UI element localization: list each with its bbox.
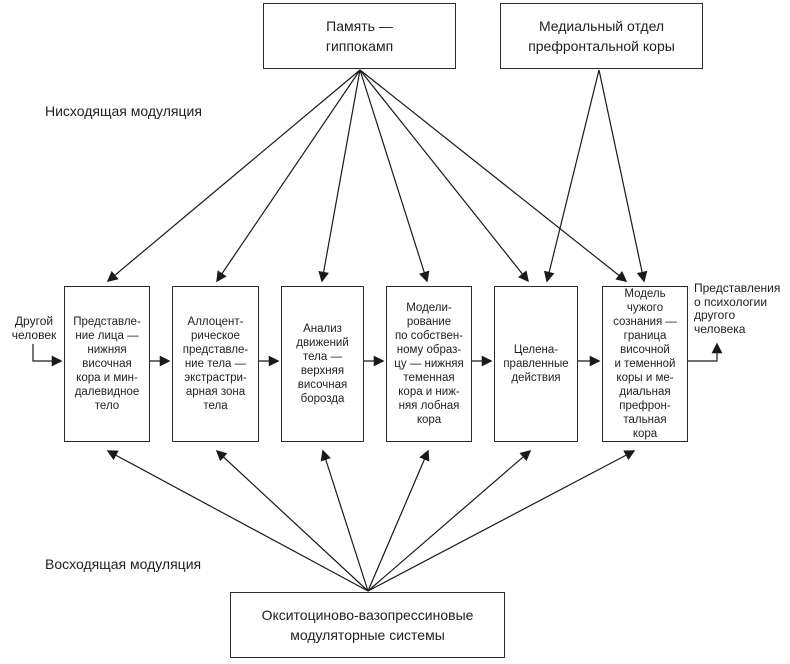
arrow-oxytocin-to-box1 <box>106 450 369 592</box>
arrow-mpfc-to-box5 <box>543 69 600 283</box>
other-person-label: Другой человек <box>11 314 57 342</box>
oxytocin-vasopressin-box: Окситоциново-вазопрессиновые модуляторны… <box>230 592 505 658</box>
arrow-box6-to-output <box>688 342 723 362</box>
ascending-modulation-label: Восходящая модуляция <box>45 556 202 572</box>
arrow-mpfc-to-box6 <box>598 69 648 283</box>
memory-hippocampus-box: Память — гиппокамп <box>263 3 456 69</box>
arrow-memory-to-box4 <box>359 69 430 283</box>
arrow-input-to-box1 <box>32 344 63 367</box>
oxytocin-vasopressin-label: Окситоциново-вазопрессиновые модуляторны… <box>261 607 474 643</box>
arrow-oxytocin-to-box6 <box>367 450 636 592</box>
arrow-oxytocin-to-box3 <box>320 449 369 592</box>
arrow-memory-to-box6 <box>359 69 628 282</box>
arrow-oxytocin-to-box4 <box>367 449 430 592</box>
medial-prefrontal-label: Медиальный отдел префронтальной коры <box>528 18 675 54</box>
process-box-theory-of-mind-model: Модель чужого сознания — граница височно… <box>602 286 688 442</box>
arrow-oxytocin-to-box2 <box>215 449 369 592</box>
medial-prefrontal-box: Медиальный отдел префронтальной коры <box>500 3 703 69</box>
memory-hippocampus-label: Память — гиппокамп <box>325 18 394 54</box>
psychology-representation-label: Представления о психологии другого челов… <box>694 281 781 336</box>
descending-modulation-label: Нисходящая модуляция <box>45 103 202 119</box>
arrow-memory-to-box5 <box>359 69 529 283</box>
arrow-oxytocin-to-box5 <box>367 450 532 592</box>
process-box-body-motion-analysis: Анализ движений тела — верхняя височная … <box>281 286 364 442</box>
process-box-face-representation: Представле- ние лица — нижняя височная к… <box>64 286 150 442</box>
arrow-memory-to-box2 <box>216 69 361 283</box>
arrow-memory-to-box1 <box>106 69 361 282</box>
process-box-self-model-simulation: Модели- рование по собствен- ному образ-… <box>386 286 472 442</box>
process-box-allocentric-body: Аллоцент- рическое представле- ние тела … <box>172 286 259 442</box>
process-box-goal-directed-actions: Целена- правленные действия <box>494 286 578 442</box>
arrow-memory-to-box3 <box>318 69 361 283</box>
